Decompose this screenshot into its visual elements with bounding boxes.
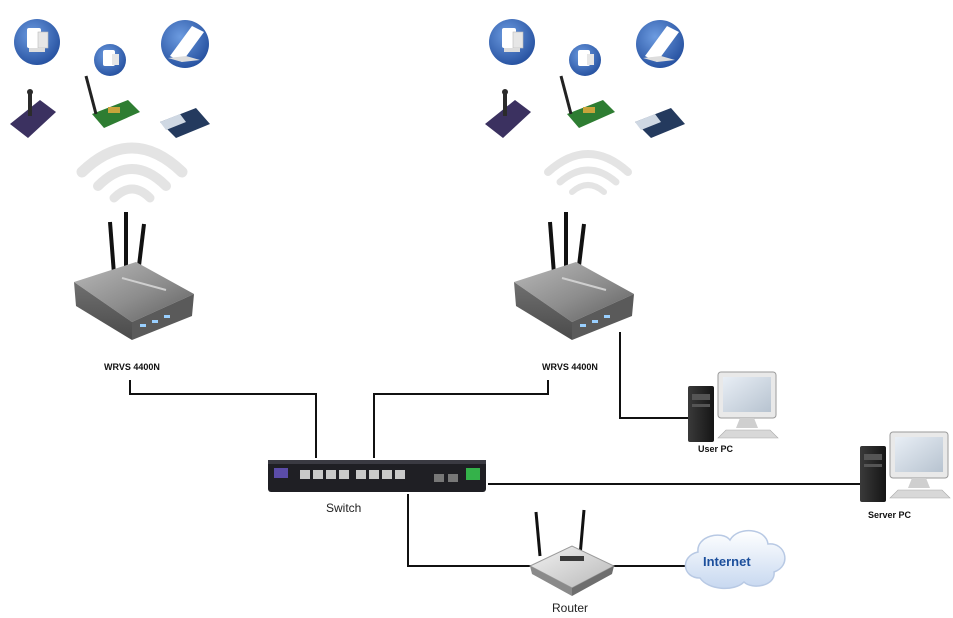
wifi-signal-icon (544, 150, 632, 195)
server-pc-label: Server PC (868, 510, 912, 520)
access-point-left[interactable] (72, 210, 196, 342)
access-point-right[interactable] (512, 210, 636, 342)
wifi-signal-icon (76, 142, 188, 203)
link-ap-left-switch (129, 380, 317, 458)
access-point-left-label: WRVS 4400N (104, 362, 160, 372)
router-label: Router (552, 601, 588, 615)
wireless-clients-right (483, 17, 687, 140)
user-pc-label: User PC (698, 444, 734, 454)
network-links (129, 332, 862, 567)
router-device[interactable] (528, 509, 616, 596)
wireless-clients-left (8, 17, 212, 140)
link-ap-right-switch (373, 380, 549, 458)
user-pc[interactable] (687, 371, 779, 443)
access-point-right-label: WRVS 4400N (542, 362, 598, 372)
internet-cloud-icon (684, 530, 786, 590)
link-ap-right-user-pc (619, 332, 688, 419)
switch-device[interactable] (268, 460, 486, 492)
server-pc[interactable] (859, 431, 951, 503)
internet-label: Internet (703, 554, 751, 569)
link-switch-router (407, 494, 540, 567)
switch-label: Switch (326, 501, 361, 515)
